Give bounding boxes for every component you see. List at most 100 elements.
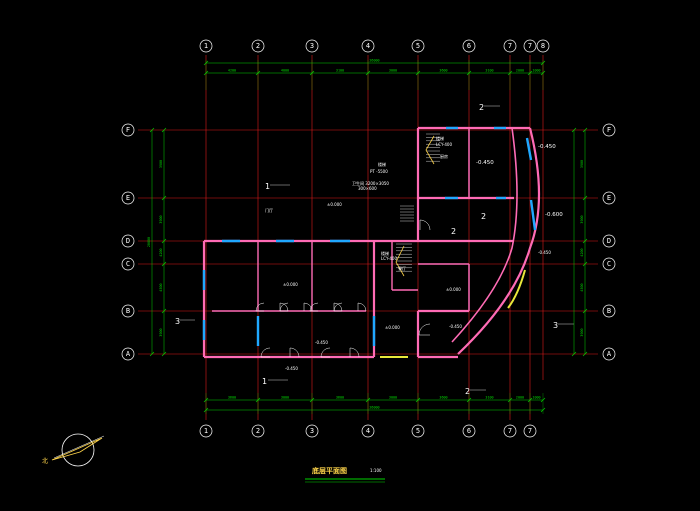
grid-label-right: B <box>607 307 611 315</box>
note-label: 楼梯 <box>378 161 386 167</box>
grid-bubble-left <box>121 234 135 248</box>
room-mark: 2 <box>465 387 470 396</box>
grid-label-bottom: 7 <box>508 427 512 435</box>
grid-bubble-bottom <box>251 424 265 438</box>
grid-bubble-left <box>121 304 135 318</box>
grid-bubble-bottom <box>199 424 213 438</box>
grid-bubble-top <box>536 39 550 53</box>
dim-right-segments-tick <box>582 238 588 244</box>
grid-bubble-bottom <box>523 424 537 438</box>
door-swing <box>333 302 343 312</box>
doors <box>255 219 431 358</box>
dim-left-segments-tick <box>161 351 167 357</box>
dim-left-overall-tick <box>149 351 155 357</box>
title-underline <box>305 478 385 483</box>
grid-label-top: 2 <box>256 42 260 50</box>
north-label: 北 <box>42 457 48 465</box>
grid-bubble-left <box>121 123 135 137</box>
dim-right-segments-tick <box>582 308 588 314</box>
elevation-label: -0.450 <box>476 160 494 166</box>
annotations: 1 1 2 2 2 2 3 3 -0.450 -0.450 -0.600 -0.… <box>42 103 563 475</box>
grid-label-bottom: 2 <box>256 427 260 435</box>
stair-arrow <box>395 245 405 277</box>
door-swing <box>289 347 300 358</box>
dim-top-segments-text: 2000 <box>516 69 524 73</box>
room-mark: 3 <box>175 317 180 326</box>
dim-bottom-segments-text: 3600 <box>228 396 236 400</box>
dim-left-segments-text: 3900 <box>159 215 163 223</box>
grid-label-bottom: 1 <box>204 427 208 435</box>
dim-bottom-segments-text: 2000 <box>516 396 524 400</box>
dim-left-overall-tick <box>149 127 155 133</box>
grid-bubble-bottom <box>503 424 517 438</box>
drawing-scale: 1:100 <box>370 468 382 473</box>
door-swing <box>320 347 331 358</box>
dim-top-segments-text: 3600 <box>439 69 447 73</box>
door-swing <box>349 347 360 358</box>
window-curved <box>507 269 526 309</box>
dim-left-segments-tick <box>161 238 167 244</box>
grid-label-bottom: 5 <box>416 427 420 435</box>
dim-left-overall-text: 20000 <box>147 237 151 247</box>
north-arrow <box>51 433 105 467</box>
grid-label-left: B <box>126 307 130 315</box>
grid-bubble-bottom <box>411 424 425 438</box>
dim-right-segments-tick <box>582 127 588 133</box>
note-label: 厨房 <box>440 153 448 159</box>
elevation-label: -0.450 <box>285 366 298 371</box>
dim-left-segments-tick <box>161 308 167 314</box>
elevation-label: ±0.000 <box>283 282 298 287</box>
elevation-label: ±0.000 <box>385 325 400 330</box>
dim-right-segments-text: 3900 <box>580 160 584 168</box>
grid-bubble-right <box>602 234 616 248</box>
compass-line <box>53 435 105 459</box>
dim-right-segments-tick <box>582 351 588 357</box>
grid-bubble-bottom <box>305 424 319 438</box>
wall-curve-inner <box>451 127 518 343</box>
note-label: 300×600 <box>358 186 377 191</box>
grid-label-left: E <box>126 194 130 202</box>
grid-label-bottom: 7 <box>528 427 532 435</box>
grid-label-top: 8 <box>541 42 545 50</box>
dim-left-segments-tick <box>161 127 167 133</box>
grid-bubble-right <box>602 257 616 271</box>
grid-label-left: F <box>126 126 130 134</box>
door-swing <box>279 302 289 312</box>
door-swing <box>357 302 367 312</box>
grid-bubble-top <box>411 39 425 53</box>
elevation-label: -0.450 <box>538 144 556 150</box>
dim-right-segments-tick <box>582 261 588 267</box>
dim-top-segments-text: 3000 <box>389 69 397 73</box>
dim-top-segments-text: 3100 <box>336 69 344 73</box>
note-label: 楼梯 <box>436 135 444 141</box>
room-mark: 1 <box>262 377 267 386</box>
grid-bubble-bottom <box>361 424 375 438</box>
room-mark: 3 <box>553 321 558 330</box>
grid-bubble-right <box>602 304 616 318</box>
grid-label-left: C <box>126 260 130 268</box>
elevation-label: -0.600 <box>545 212 563 218</box>
grid-label-top: 5 <box>416 42 420 50</box>
axis-lines <box>138 55 598 420</box>
grid-label-bottom: 4 <box>366 427 370 435</box>
grid-label-top: 7 <box>528 42 532 50</box>
room-mark: 2 <box>451 227 456 236</box>
grid-label-right: F <box>607 126 611 134</box>
grid-bubble-top <box>503 39 517 53</box>
dim-bottom-overall-text: 26000 <box>369 406 379 410</box>
note-label: PT -5500 <box>370 169 388 174</box>
grid-label-top: 1 <box>204 42 208 50</box>
dim-bottom-segments-text: 3600 <box>336 396 344 400</box>
note-label: 楼梯 <box>381 250 389 256</box>
grid-bubble-top <box>361 39 375 53</box>
grid-label-right: A <box>607 350 612 358</box>
door-swing <box>303 302 313 312</box>
grid-label-right: C <box>607 260 611 268</box>
dim-right-segments-text: 4500 <box>580 283 584 291</box>
grid-label-top: 4 <box>366 42 370 50</box>
grid-bubble-left <box>121 347 135 361</box>
dim-left-segments-tick <box>161 195 167 201</box>
grid-bubble-top <box>305 39 319 53</box>
dim-right-overall-tick <box>571 127 577 133</box>
